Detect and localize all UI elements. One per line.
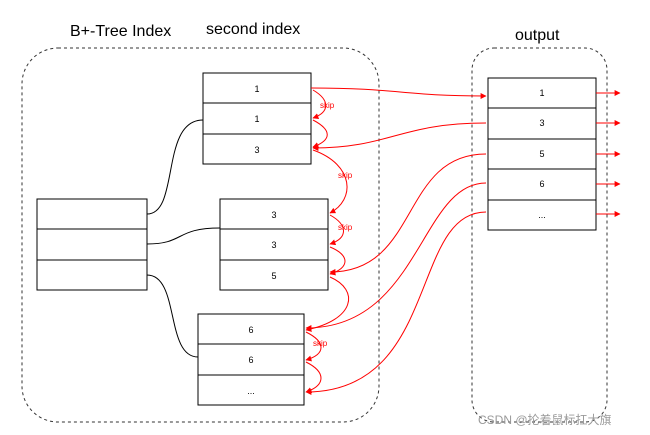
tree-connector-2	[146, 227, 221, 245]
block-3-cell-3: ...	[247, 386, 255, 396]
arrow-output-to-ellipsis	[305, 211, 487, 395]
bplus-tree-container	[21, 47, 380, 423]
bplus-tree-title: B+-Tree Index	[70, 23, 171, 40]
tree-connector-3	[146, 274, 199, 358]
block-3-cell-2: 6	[248, 355, 253, 365]
skip-label-4: skip	[313, 339, 328, 348]
skip-loop-3	[312, 149, 348, 214]
output-cell-3: 5	[539, 149, 544, 159]
output-cell-1: 1	[539, 88, 544, 98]
block-2-cell-1: 3	[271, 210, 276, 220]
skip-loop-2	[312, 119, 328, 148]
output-title: output	[515, 27, 560, 44]
arrow-output-to-3	[312, 122, 487, 151]
skip-loop-5	[329, 246, 346, 276]
output-cell-4: 6	[539, 179, 544, 189]
block-1-cell-1: 1	[254, 84, 259, 94]
watermark: CSDN @抡着鼠标扛大旗	[478, 412, 612, 427]
bplus-tree-node	[36, 198, 148, 291]
second-index-block-3: 6 6 ...	[197, 313, 305, 406]
block-2-cell-2: 3	[271, 240, 276, 250]
skip-loop-1	[312, 89, 327, 120]
skip-loop-4	[329, 214, 344, 246]
output-table: 1 3 5 6 ...	[487, 77, 597, 231]
output-cell-5: ...	[538, 210, 546, 220]
skip-label-3: skip	[338, 223, 353, 232]
skip-loops	[305, 89, 349, 394]
second-index-title: second index	[206, 21, 300, 38]
arrow-1-to-output	[310, 87, 487, 99]
output-cell-2: 3	[539, 118, 544, 128]
arrow-output-to-6	[305, 182, 487, 331]
skip-label-2: skip	[338, 171, 353, 180]
skip-loop-8	[305, 361, 322, 394]
block-1-cell-3: 3	[254, 145, 259, 155]
block-2-cell-3: 5	[271, 271, 276, 281]
arrow-output-to-5	[329, 153, 487, 275]
block-1-cell-2: 1	[254, 114, 259, 124]
tree-connector-1	[146, 119, 204, 215]
block-3-cell-1: 6	[248, 325, 253, 335]
fetch-arrows	[305, 87, 487, 395]
skip-loop-6	[305, 276, 349, 332]
second-index-block-1: 1 1 3	[202, 72, 312, 165]
output-container	[471, 47, 608, 423]
skip-loop-7	[305, 331, 322, 362]
second-index-block-2: 3 3 5	[219, 198, 329, 291]
output-outgoing-arrows	[596, 90, 621, 217]
skip-label-1: skip	[320, 101, 335, 110]
